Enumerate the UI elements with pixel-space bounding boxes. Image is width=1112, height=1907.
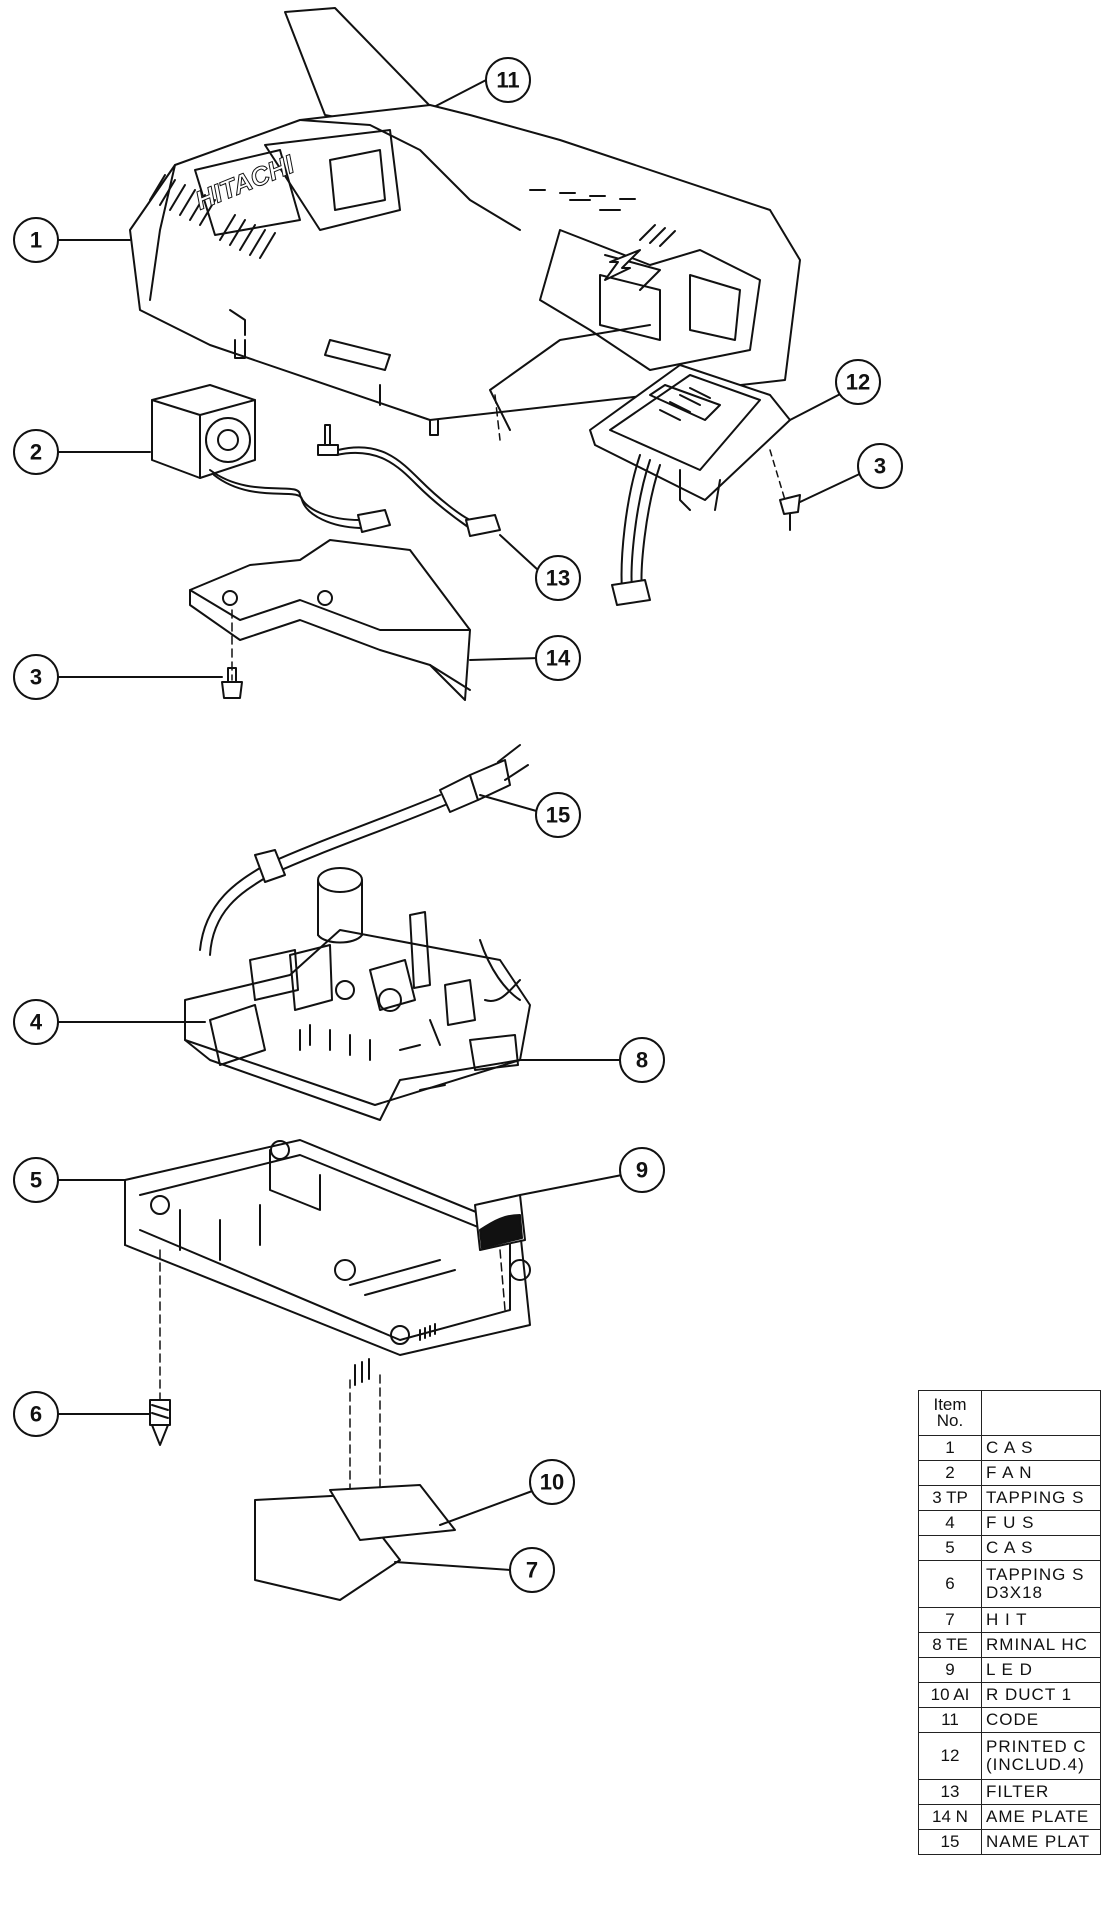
item-number-cell: 1	[918, 1435, 982, 1461]
callout-13: 9	[636, 1158, 648, 1183]
callout-3-right: 3	[874, 454, 886, 479]
part-3-screw-right	[779, 469, 869, 531]
part-8-terminal-holder	[489, 324, 849, 606]
part-name-cell: R DUCT 1	[981, 1682, 1101, 1708]
part-name-cell: FILTER	[981, 1779, 1101, 1805]
callout-8: 12	[846, 370, 870, 395]
callout-3-left: 3	[30, 665, 42, 690]
part-12-circuit-board	[184, 867, 623, 1121]
callout-6: 6	[30, 1402, 42, 1427]
item-number-cell: 6	[918, 1560, 982, 1608]
part-11-power-cord	[199, 744, 541, 956]
item-number-cell: 3 TP	[918, 1485, 982, 1511]
part-name-cell: F A N	[981, 1460, 1101, 1486]
item-number-cell: 4	[918, 1510, 982, 1536]
part-name-cell: L E D	[981, 1657, 1101, 1683]
part-name-cell: TAPPING S	[981, 1485, 1101, 1511]
part-14-15-name-plates	[254, 1484, 536, 1601]
part-3-screw-left	[55, 667, 243, 699]
item-number-cell: 11	[918, 1707, 982, 1733]
item-number-cell: 14 N	[918, 1804, 982, 1830]
part-name-cell: F U S	[981, 1510, 1101, 1536]
callouts	[13, 57, 903, 1593]
callout-11: 15	[546, 803, 570, 828]
part-name-cell: C A S	[981, 1535, 1101, 1561]
callout-7: 11	[496, 68, 519, 93]
item-number-cell: 13	[918, 1779, 982, 1805]
item-number-cell: 8 TE	[918, 1632, 982, 1658]
callout-14: 10	[540, 1470, 564, 1495]
item-number-cell: 9	[918, 1657, 982, 1683]
part-5-case-bottom	[55, 1139, 531, 1501]
callout-9: 13	[546, 566, 570, 591]
table-header-item-no: Item No.	[918, 1390, 982, 1436]
part-name-cell: C A S	[981, 1435, 1101, 1461]
callout-10: 14	[546, 646, 571, 671]
table-header-blank	[981, 1390, 1101, 1436]
part-13-filter	[474, 1174, 623, 1311]
part-10-air-duct	[189, 539, 541, 701]
callout-15: 7	[526, 1558, 538, 1583]
callout-5: 5	[30, 1168, 42, 1193]
part-9-led	[317, 424, 539, 571]
item-number-cell: 7	[918, 1607, 982, 1633]
item-number-cell: 15	[918, 1829, 982, 1855]
item-number-cell: 10 AI	[918, 1682, 982, 1708]
callout-4: 4	[30, 1010, 43, 1035]
header-item-no-text: Item No.	[933, 1395, 967, 1430]
part-name-cell: H I T	[981, 1607, 1101, 1633]
callout-12: 8	[636, 1048, 648, 1073]
part-name-cell: NAME PLAT	[981, 1829, 1101, 1855]
part-6-screw	[55, 1399, 171, 1446]
callout-1: 1	[30, 228, 42, 253]
item-number-cell: 2	[918, 1460, 982, 1486]
part-name-cell: CODE	[981, 1707, 1101, 1733]
item-number-cell: 5	[918, 1535, 982, 1561]
part-name-cell: PRINTED C (INCLUD.4)	[981, 1732, 1101, 1780]
part-2-fan	[151, 384, 391, 533]
part-name-cell: TAPPING S D3X18	[981, 1560, 1101, 1608]
part-name-cell: RMINAL HC	[981, 1632, 1101, 1658]
item-number-cell: 12	[918, 1732, 982, 1780]
callout-2: 2	[30, 440, 42, 465]
part-1-case-top	[129, 104, 801, 436]
part-name-cell: AME PLATE	[981, 1804, 1101, 1830]
